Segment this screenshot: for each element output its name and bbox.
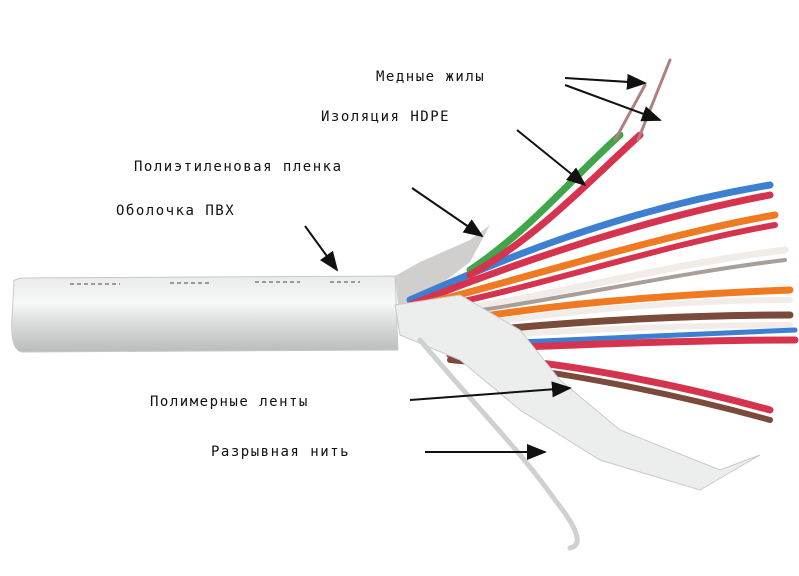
polymer-tapes [394,294,761,491]
label-copper-conductors: Медные жилы [376,69,486,85]
label-polymer-tapes: Полимерные ленты [150,394,309,410]
label-hdpe-insulation: Изоляция HDPE [321,109,451,125]
pe-film [395,225,490,305]
label-pvc-jacket: Оболочка ПВХ [116,203,236,219]
label-polyethylene-film: Полиэтиленовая пленка [134,159,343,175]
rip-cord [417,337,580,551]
pvc-jacket [11,275,399,353]
label-rip-cord: Разрывная нить [211,444,351,460]
annotation-arrows [304,73,662,460]
